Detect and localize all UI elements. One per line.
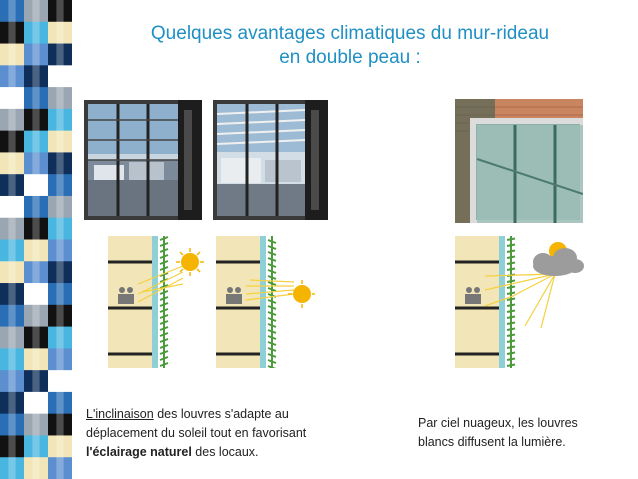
- louvre-diagram-low-sun: [216, 236, 315, 368]
- pattern-cell: [24, 239, 49, 262]
- pattern-cell: [24, 217, 49, 240]
- pattern-cell: [0, 239, 25, 262]
- caption-louvre-inclination: L'inclinaison des louvres s'adapte au dé…: [86, 405, 356, 462]
- pattern-cell: [0, 435, 25, 458]
- pattern-cell: [0, 217, 25, 240]
- caption-cloudy-sky: Par ciel nuageux, les louvres blancs dif…: [418, 416, 578, 449]
- pattern-cell: [24, 130, 49, 153]
- pattern-cell: [24, 304, 49, 328]
- pattern-cell: [0, 174, 25, 197]
- pattern-cell: [0, 195, 25, 219]
- pattern-cell: [0, 87, 25, 110]
- pattern-cell: [24, 87, 49, 110]
- pattern-cell: [48, 130, 72, 153]
- caption-term-inclination: L'inclinaison: [86, 407, 154, 421]
- pattern-cell: [48, 43, 72, 66]
- pattern-cell: [24, 43, 49, 66]
- pattern-cell: [0, 304, 25, 328]
- pattern-cell: [0, 391, 25, 415]
- pattern-cell: [0, 65, 25, 88]
- pattern-stripe: [56, 0, 64, 479]
- pattern-cell: [48, 152, 72, 175]
- pattern-cell: [0, 413, 25, 436]
- slide-title-line1: Quelques avantages climatiques du mur-ri…: [150, 23, 550, 44]
- pattern-cell: [48, 21, 72, 45]
- pattern-cell: [0, 370, 25, 393]
- pattern-cell: [24, 413, 49, 436]
- caption-left-text-2: des locaux.: [191, 445, 259, 459]
- pattern-cell: [48, 195, 72, 219]
- pattern-cell: [48, 0, 72, 23]
- pattern-cell: [24, 457, 49, 479]
- pattern-cell: [48, 370, 72, 393]
- pattern-cell: [24, 370, 49, 393]
- pattern-cell: [48, 217, 72, 240]
- pattern-cell: [48, 65, 72, 88]
- pattern-cell: [24, 152, 49, 175]
- pattern-cell: [0, 457, 25, 479]
- pattern-cell: [24, 391, 49, 415]
- pattern-cell: [0, 152, 25, 175]
- pattern-cell: [48, 283, 72, 306]
- pattern-cell: [48, 457, 72, 479]
- pattern-cell: [48, 391, 72, 415]
- pattern-cell: [48, 304, 72, 328]
- pattern-cell: [24, 435, 49, 458]
- pattern-cell: [24, 65, 49, 88]
- pattern-cell: [48, 326, 72, 349]
- pattern-cell: [0, 261, 25, 284]
- pattern-cell: [0, 326, 25, 349]
- pattern-cell: [24, 326, 49, 349]
- pattern-cell: [24, 174, 49, 197]
- pattern-cell: [48, 239, 72, 262]
- pattern-cell: [0, 108, 25, 132]
- pattern-cell: [0, 0, 25, 23]
- pattern-cell: [48, 108, 72, 132]
- pattern-cell: [24, 261, 49, 284]
- pattern-cell: [48, 87, 72, 110]
- pattern-cell: [24, 283, 49, 306]
- pattern-cell: [24, 348, 49, 371]
- louvre-diagram-high-sun: [108, 236, 204, 368]
- pattern-cell: [48, 174, 72, 197]
- pattern-stripe: [32, 0, 40, 479]
- pattern-cell: [24, 21, 49, 45]
- pattern-cell: [48, 435, 72, 458]
- pattern-cell: [0, 21, 25, 45]
- double-skin-glass-photo: [455, 99, 583, 223]
- slide-title-line2: en double peau :: [279, 47, 421, 68]
- caption-left-text-1: des louvres s'adapte au déplacement du s…: [86, 407, 307, 440]
- pattern-stripe: [8, 0, 16, 479]
- pattern-cell: [24, 0, 49, 23]
- pattern-cell: [48, 348, 72, 371]
- pattern-cell: [0, 43, 25, 66]
- pattern-cell: [48, 413, 72, 436]
- caption-term-natural-light: l'éclairage naturel: [86, 445, 192, 459]
- decorative-side-pattern: [0, 0, 72, 479]
- pattern-cell: [0, 348, 25, 371]
- facade-photo-louvres-closed: [84, 100, 202, 220]
- pattern-cell: [24, 195, 49, 219]
- pattern-cell: [0, 283, 25, 306]
- pattern-cell: [48, 261, 72, 284]
- facade-photo-louvres-open: [213, 100, 328, 220]
- pattern-cell: [0, 130, 25, 153]
- pattern-cell: [24, 108, 49, 132]
- louvre-diagram-cloudy-sky: [455, 236, 584, 368]
